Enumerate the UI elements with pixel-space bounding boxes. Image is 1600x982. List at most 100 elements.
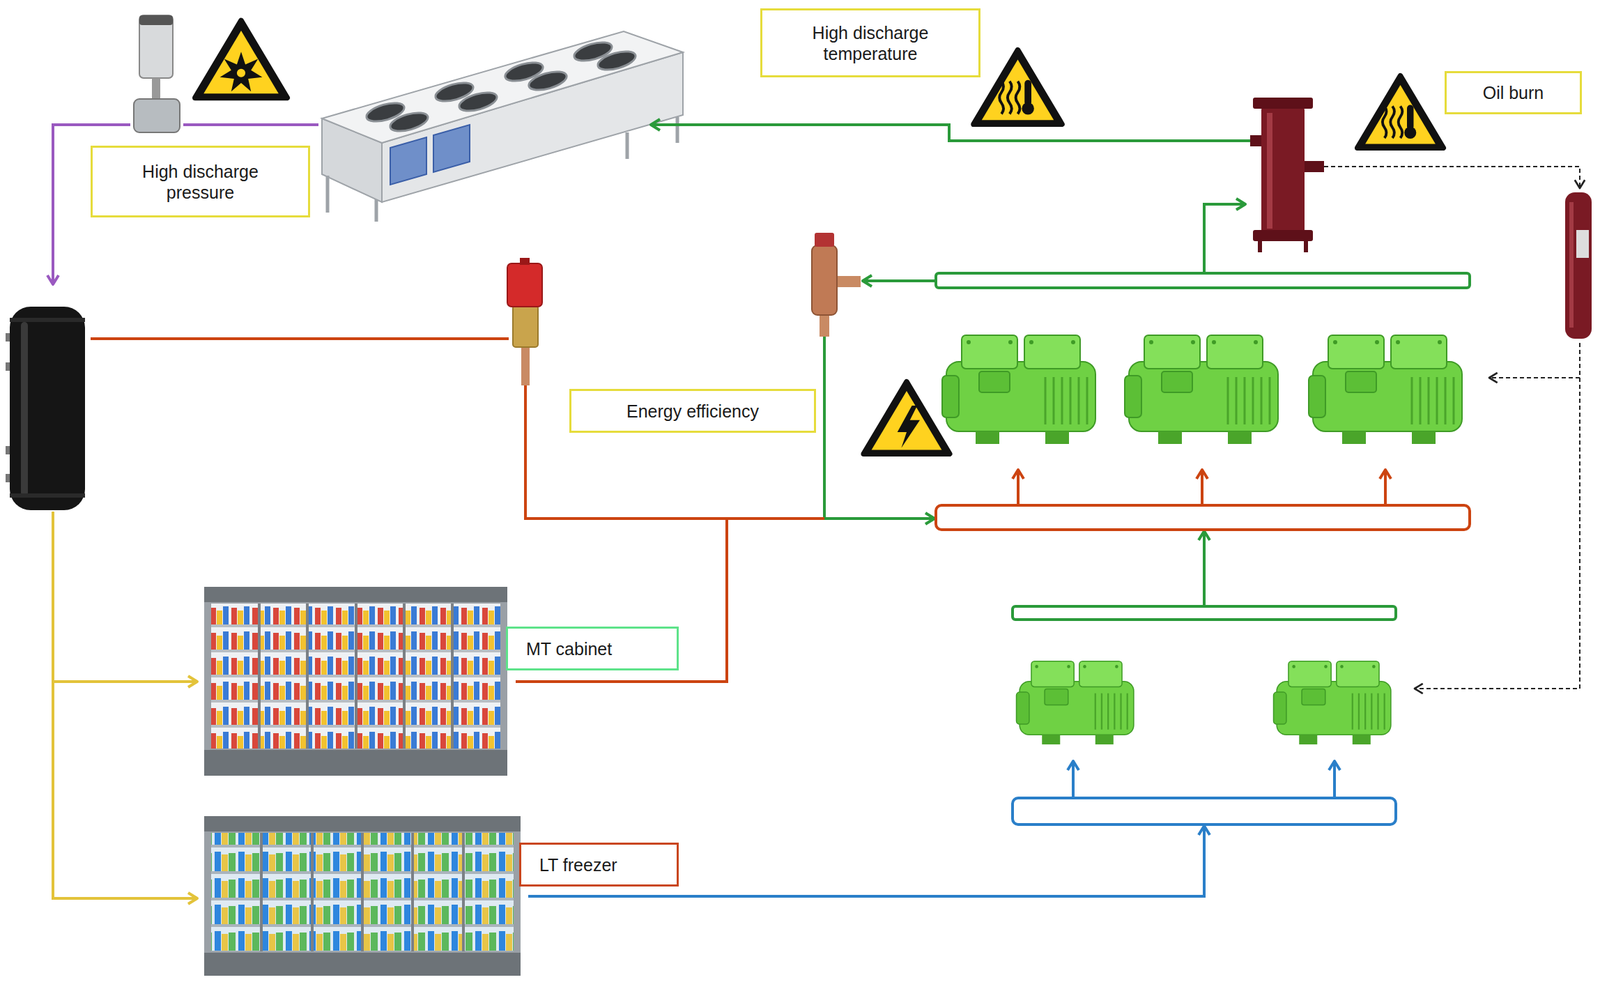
oil-separator-part	[1261, 104, 1305, 237]
freezer-cabinet-part	[204, 816, 521, 832]
condenser-unit-part-part	[526, 68, 569, 95]
discharge-pipe-part	[1204, 204, 1246, 274]
freezer-cabinet	[204, 816, 521, 976]
oil-separator-part	[1266, 112, 1273, 229]
warning-sign-part	[195, 20, 288, 99]
pressure-valve-part	[133, 98, 180, 133]
liquid-receiver	[5, 306, 86, 511]
condenser-unit	[321, 31, 683, 222]
suction-pipe-part	[1200, 469, 1204, 506]
warning-callout: Oil burn	[1444, 71, 1582, 115]
condenser-unit-part	[390, 137, 427, 185]
warning-sign	[195, 20, 1444, 455]
condenser-unit-part	[327, 117, 678, 222]
low-temp-suction-pipe-part	[1071, 760, 1075, 798]
liquid-receiver-part	[9, 306, 86, 511]
oil-separator-part	[1252, 229, 1313, 242]
callout-text: High discharge pressure	[106, 160, 295, 203]
compressor-part	[942, 335, 1096, 444]
condenser-unit-part-part	[388, 109, 430, 136]
display-cabinet-part	[259, 603, 453, 749]
display-cabinet-part	[211, 603, 501, 749]
condenser-unit-part-part	[595, 48, 638, 74]
callout-text: High discharge temperature	[776, 22, 965, 65]
display-cabinet-part	[204, 586, 508, 603]
pressure-valve-part	[151, 78, 161, 99]
warning-callout: High discharge temperature	[760, 8, 981, 78]
freezer-cabinet-part	[211, 832, 514, 952]
callout-text: Oil burn	[1482, 82, 1545, 104]
callout-text: MT cabinet	[526, 638, 612, 660]
oil-reservoir-part	[1569, 202, 1574, 328]
oil-separator	[1250, 97, 1325, 253]
solenoid-valve	[507, 257, 543, 386]
oil-separator-part	[1252, 97, 1313, 109]
suction-pipe-part	[525, 385, 825, 519]
liquid-pipe	[52, 511, 198, 899]
suction-pipe-part	[1383, 469, 1387, 506]
high-pressure-pipe	[52, 124, 319, 285]
oil-reservoir-part	[1565, 192, 1592, 339]
cabinet-label: LT freezer	[519, 842, 679, 887]
pressure-valve	[133, 15, 180, 133]
oil-reservoir-part	[1576, 229, 1589, 258]
regulating-valve	[811, 232, 861, 337]
compressor	[942, 335, 1463, 745]
liquid-receiver-part	[20, 321, 28, 497]
warning-sign-part	[1357, 75, 1444, 149]
warning-sign-part	[973, 50, 1063, 125]
solenoid-valve-part	[521, 345, 530, 386]
pipe-header-part	[935, 273, 1470, 288]
benefit-callout: Energy efficiency	[569, 388, 817, 433]
solenoid-valve-part	[512, 305, 538, 348]
regulating-valve-part	[811, 245, 837, 315]
condenser-unit-part	[433, 124, 470, 173]
display-cabinet-part	[204, 749, 508, 776]
display-cabinet	[204, 586, 508, 776]
oil-return-line-part	[1489, 377, 1580, 379]
pressure-valve-part	[139, 15, 173, 26]
liquid-receiver-part	[9, 493, 86, 498]
pressure-valve-part	[139, 15, 173, 79]
freezer-cabinet-part	[204, 952, 521, 976]
suction-pipe-part	[90, 337, 509, 341]
solenoid-valve-part	[519, 257, 530, 265]
regulating-valve-part	[819, 313, 830, 337]
liquid-receiver-part	[9, 317, 86, 322]
solenoid-valve-part	[507, 263, 543, 307]
callout-text: Energy efficiency	[626, 400, 759, 422]
condenser-unit-part	[364, 39, 638, 136]
condenser-unit-part-part	[457, 89, 499, 115]
freezer-cabinet-part	[204, 816, 521, 976]
liquid-pipe-part	[52, 680, 198, 683]
low-temp-suction-pipe-part	[1333, 760, 1336, 798]
condenser-unit-part	[321, 31, 683, 143]
compressor-part	[1308, 335, 1463, 444]
compressor-part	[1273, 661, 1391, 745]
freezer-cabinet-part	[261, 832, 464, 952]
oil-separator-part	[1250, 135, 1263, 147]
display-cabinet-part	[204, 586, 508, 776]
warning-callout: High discharge pressure	[90, 145, 311, 218]
liquid-pipe-part	[52, 511, 198, 899]
oil-separator-part	[1303, 160, 1325, 173]
discharge-pipe-part	[1202, 531, 1206, 607]
pipe-header-part	[1012, 606, 1396, 620]
high-pressure-pipe-part	[183, 123, 319, 127]
cabinet-label: MT cabinet	[505, 626, 679, 671]
compressor-part	[1016, 661, 1134, 745]
suction-pipe-part	[1016, 469, 1020, 506]
regulating-valve-part	[814, 232, 835, 247]
pipe-header	[935, 273, 1470, 825]
compressor-part	[1124, 335, 1279, 444]
oil-reservoir	[1565, 192, 1592, 339]
regulating-valve-part	[835, 275, 861, 288]
oil-separator-part	[1259, 241, 1306, 253]
discharge-pipe-part	[650, 124, 1251, 141]
pipe-header-part	[1012, 797, 1396, 825]
warning-sign-part	[863, 381, 950, 455]
oil-return-line-part	[1324, 166, 1580, 189]
pipe-header-part	[935, 505, 1470, 530]
discharge-pipe-part	[862, 279, 936, 283]
